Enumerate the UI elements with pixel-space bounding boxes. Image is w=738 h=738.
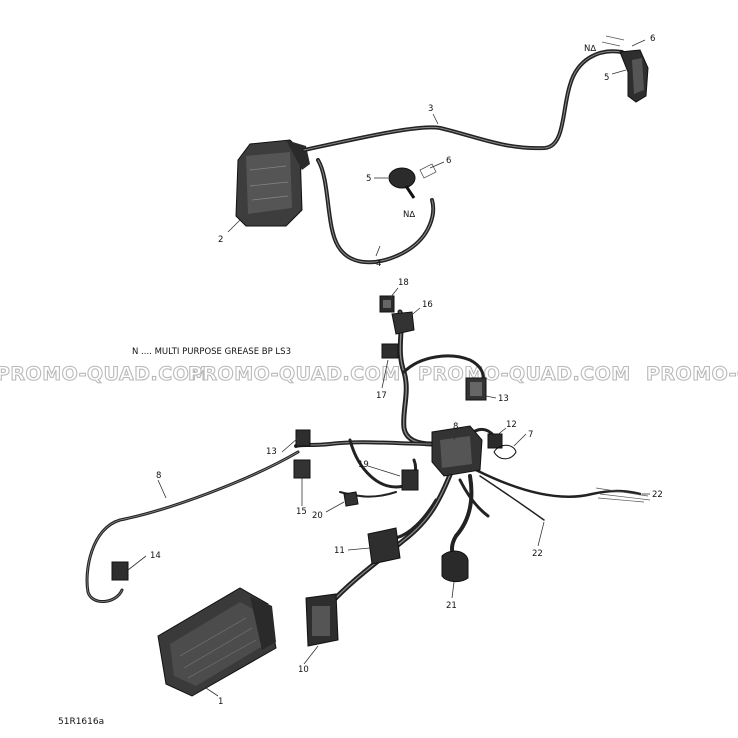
spark-plug-cap-front	[388, 167, 416, 199]
callouts: 2 3 4 5 5 6 6 N∆ N∆ N .... MULTI PURPOSE…	[132, 34, 663, 707]
harness-components	[111, 295, 517, 697]
callout-10: 10	[298, 665, 309, 675]
callout-22: 22	[652, 490, 663, 500]
callout-17: 17	[376, 391, 387, 401]
callout-18: 18	[398, 278, 409, 288]
callout-5: 5	[604, 73, 609, 83]
callout-1: 1	[218, 697, 223, 707]
leader-lines	[127, 39, 650, 697]
callout-9: 8	[453, 422, 458, 432]
watermark-text: PROMO-Q	[646, 363, 738, 385]
callout-16: 16	[422, 300, 433, 310]
ecu-module	[157, 587, 277, 697]
drawing-reference: 51R1616a	[58, 717, 104, 727]
callout-6: 6	[650, 34, 655, 44]
callout-21: 21	[446, 601, 457, 611]
callout-14: 14	[150, 551, 161, 561]
grease-mark: N∆	[584, 44, 596, 54]
callout-15: 15	[296, 507, 307, 517]
main-harness	[85, 309, 651, 607]
callout-8: 8	[156, 471, 161, 481]
callout-20: 20	[312, 511, 323, 521]
callout-2: 2	[218, 235, 223, 245]
watermark-text: PROMO-QUAD.COM	[188, 363, 401, 385]
spark-plug-cap-rear	[619, 49, 649, 103]
callout-7: 7	[528, 430, 533, 440]
callout-22: 22	[532, 549, 543, 559]
ignition-coil	[235, 139, 310, 227]
callout-4: 4	[376, 259, 381, 269]
callout-6: 6	[446, 156, 451, 166]
callout-12: 12	[506, 420, 517, 430]
callout-5: 5	[366, 174, 371, 184]
watermark: PROMO-QUAD.COM PROMO-QUAD.COM PROMO-QUAD…	[0, 362, 738, 385]
watermark-text: PROMO-QUAD.COM	[418, 363, 631, 385]
callout-13: 13	[266, 447, 277, 457]
callout-13: 13	[498, 394, 509, 404]
grease-note: N .... MULTI PURPOSE GREASE BP LS3	[132, 347, 291, 357]
callout-11: 11	[334, 546, 345, 556]
callout-19: 19	[358, 460, 369, 470]
ignition-coil-group	[235, 35, 649, 265]
callout-3: 3	[428, 104, 433, 114]
watermark-text: PROMO-QUAD.COM	[0, 363, 209, 385]
grease-mark: N∆	[403, 210, 415, 220]
